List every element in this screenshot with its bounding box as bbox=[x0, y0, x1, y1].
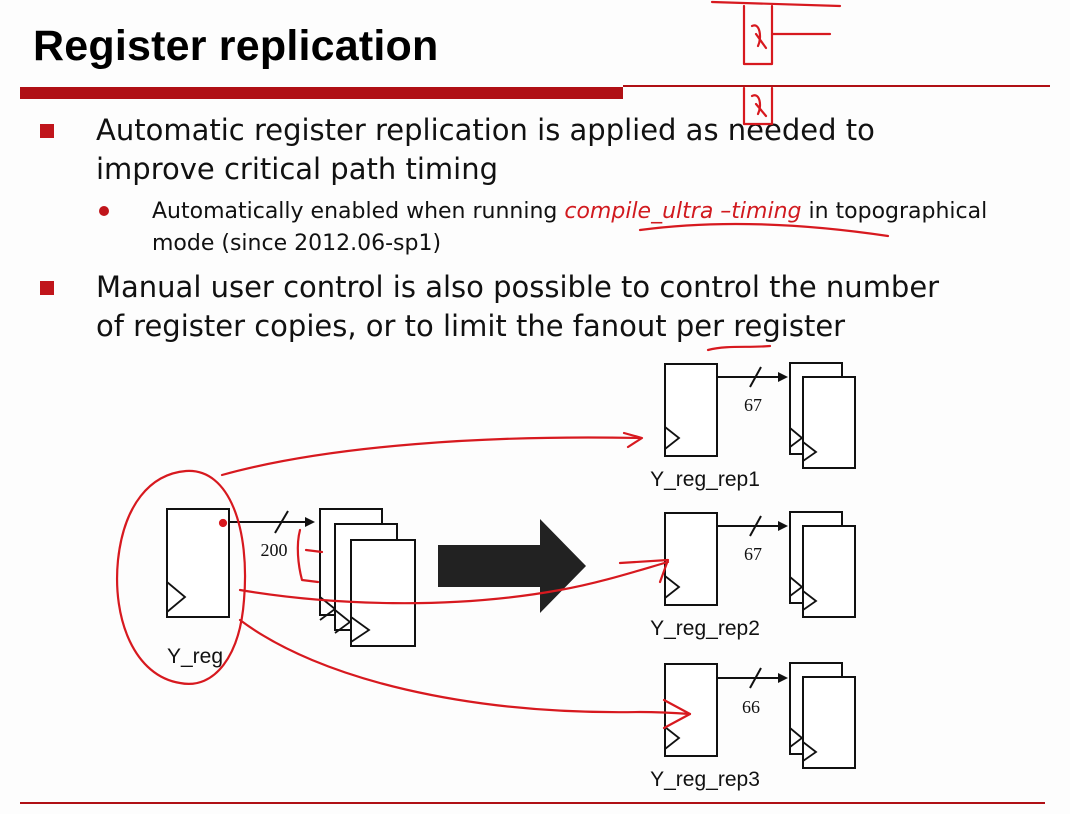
replica-register-2 bbox=[664, 511, 856, 618]
source-fanout-label: 200 bbox=[261, 540, 288, 560]
sub-bullet-text: Automatically enabled when running compi… bbox=[152, 196, 992, 260]
title-underline-line bbox=[623, 85, 1050, 87]
replica-3-label: Y_reg_rep3 bbox=[650, 768, 760, 791]
source-load-registers bbox=[319, 508, 416, 647]
bullet-square-icon bbox=[40, 124, 54, 138]
sub-bullet-prefix: Automatically enabled when running bbox=[152, 199, 565, 224]
source-register bbox=[166, 508, 230, 618]
replica-3-fanout-label: 66 bbox=[742, 697, 760, 717]
command-highlight: compile_ultra –timing bbox=[564, 199, 802, 224]
footer-line bbox=[20, 802, 1045, 804]
sub-bullet-suffix: in topographical mode (since 2012.06-sp1… bbox=[152, 199, 988, 256]
bullet-2-text: Manual user control is also possible to … bbox=[96, 270, 940, 343]
replica-register-1 bbox=[664, 362, 856, 469]
slide-title: Register replication bbox=[33, 22, 439, 70]
title-underline-bar bbox=[20, 87, 623, 99]
replica-1-fanout-label: 67 bbox=[744, 395, 762, 415]
transform-arrow-icon bbox=[438, 519, 586, 613]
source-register-label: Y_reg bbox=[167, 645, 223, 668]
replica-1-label: Y_reg_rep1 bbox=[650, 468, 760, 491]
replica-2-label: Y_reg_rep2 bbox=[650, 617, 760, 640]
bullet-square-icon bbox=[40, 281, 54, 295]
replica-register-3 bbox=[664, 662, 856, 769]
sub-bullet-dot-icon bbox=[99, 206, 109, 216]
red-pen-annotations bbox=[116, 0, 890, 730]
replica-2-fanout-label: 67 bbox=[744, 544, 762, 564]
source-fanout-wire bbox=[229, 510, 315, 534]
